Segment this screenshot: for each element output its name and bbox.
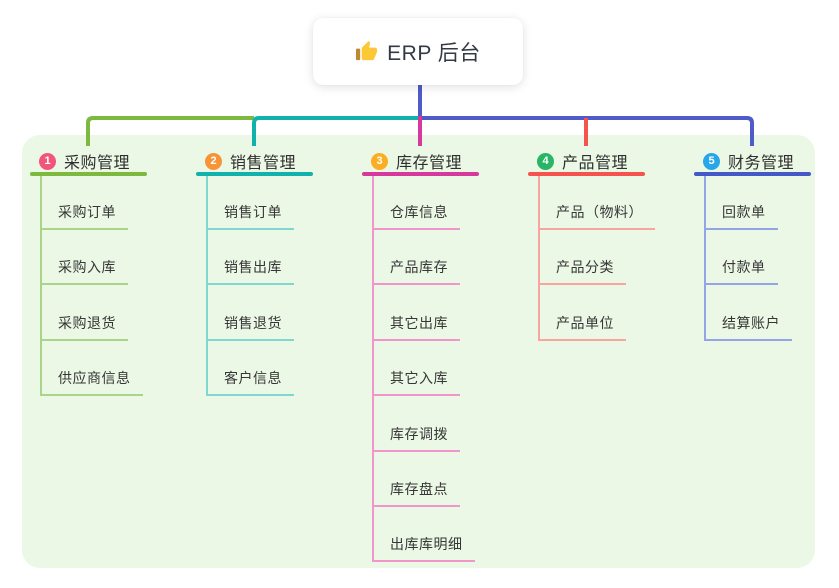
child-node-label: 供应商信息 [58, 370, 131, 387]
child-node-label: 销售订单 [224, 204, 282, 220]
child-node-label: 其它出库 [390, 314, 448, 331]
child-node-label: 客户信息 [224, 370, 282, 387]
thumbs-up-icon [355, 40, 378, 63]
branch-1-connector [86, 116, 254, 146]
child-node[interactable]: 回款单 [704, 196, 778, 230]
branch-underline [694, 172, 811, 176]
child-node[interactable]: 库存调拨 [372, 418, 460, 452]
child-node-label: 产品分类 [556, 259, 614, 276]
child-node-label: 产品（物料） [556, 204, 643, 220]
child-connector-line [372, 176, 374, 563]
branch-underline [196, 172, 313, 176]
child-node-label: 销售退货 [224, 314, 282, 331]
child-node-label: 采购入库 [58, 259, 116, 276]
child-node[interactable]: 采购入库 [40, 251, 128, 286]
root-node-erp[interactable]: ERP 后台 [313, 18, 523, 85]
branch-label: 采购管理 [64, 155, 131, 172]
child-node[interactable]: 产品（物料） [538, 196, 655, 230]
branch-title-1[interactable]: 1 采购管理 [39, 149, 130, 173]
child-node[interactable]: 其它出库 [372, 307, 460, 341]
child-node-label: 出库库明细 [390, 536, 463, 553]
branch-number-badge: 1 [39, 152, 56, 170]
child-node-label: 回款单 [722, 204, 766, 220]
child-node[interactable]: 付款单 [704, 251, 778, 286]
child-node[interactable]: 产品分类 [538, 251, 626, 286]
child-node[interactable]: 产品库存 [372, 251, 460, 286]
root-connector [418, 85, 754, 146]
child-node-label: 仓库信息 [390, 204, 448, 220]
child-node[interactable]: 销售订单 [206, 196, 294, 230]
child-node-label: 库存调拨 [390, 425, 448, 442]
branch-label: 库存管理 [396, 155, 463, 172]
child-node[interactable]: 仓库信息 [372, 196, 460, 230]
branch-title-2[interactable]: 2 销售管理 [205, 149, 296, 173]
branch-number-badge: 4 [537, 152, 554, 170]
child-connector-line [40, 176, 42, 397]
child-node[interactable]: 库存盘点 [372, 473, 460, 507]
branch-number-badge: 3 [371, 152, 388, 170]
child-node-label: 采购订单 [58, 204, 116, 220]
child-node-label: 产品库存 [390, 259, 448, 276]
branch-label: 销售管理 [230, 155, 297, 172]
branch-underline [30, 172, 147, 176]
child-node-label: 产品单位 [556, 314, 614, 331]
child-node-label: 结算账户 [722, 314, 780, 331]
child-node-label: 销售出库 [224, 259, 282, 276]
branch-number-badge: 2 [205, 152, 222, 170]
child-node[interactable]: 客户信息 [206, 362, 294, 397]
branch-number-badge: 5 [703, 152, 720, 170]
child-connector-line [538, 176, 540, 341]
child-node[interactable]: 采购退货 [40, 307, 128, 341]
mindmap-panel [22, 135, 815, 568]
child-node[interactable]: 销售出库 [206, 251, 294, 286]
child-connector-line [704, 176, 706, 341]
child-node[interactable]: 采购订单 [40, 196, 128, 230]
branch-label: 财务管理 [728, 155, 795, 172]
child-node-label: 库存盘点 [390, 481, 448, 497]
child-node[interactable]: 结算账户 [704, 307, 792, 341]
child-node[interactable]: 出库库明细 [372, 528, 475, 563]
child-node[interactable]: 销售退货 [206, 307, 294, 341]
root-label: ERP 后台 [387, 41, 481, 65]
branch-underline [528, 172, 645, 176]
branch-label: 产品管理 [562, 155, 629, 172]
branch-title-3[interactable]: 3 库存管理 [371, 149, 462, 173]
child-node-label: 其它入库 [390, 370, 448, 387]
child-node[interactable]: 产品单位 [538, 307, 626, 341]
branch-2-connector [252, 116, 418, 146]
branch-title-5[interactable]: 5 财务管理 [703, 149, 794, 173]
child-connector-line [206, 176, 208, 397]
child-node[interactable]: 供应商信息 [40, 362, 143, 397]
branch-title-4[interactable]: 4 产品管理 [537, 149, 628, 173]
child-node-label: 采购退货 [58, 314, 116, 331]
child-node[interactable]: 其它入库 [372, 362, 460, 397]
child-node-label: 付款单 [722, 259, 766, 276]
branch-underline [362, 172, 479, 176]
